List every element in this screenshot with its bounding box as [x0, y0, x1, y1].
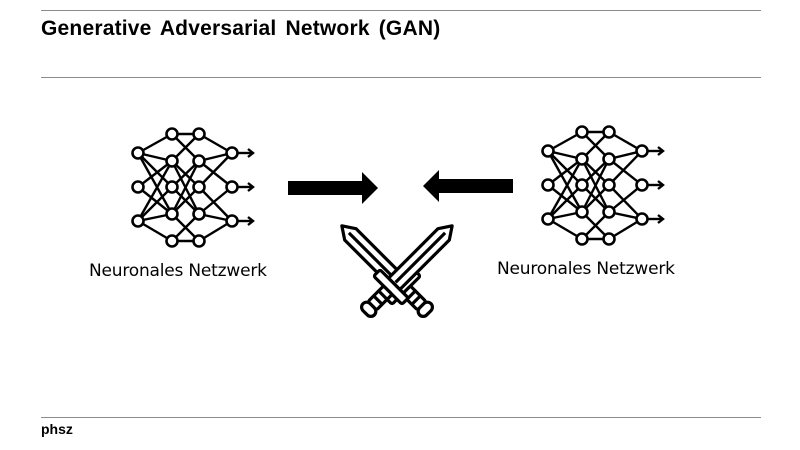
- arrow-right-icon: [288, 172, 378, 204]
- neural-network-icon: [541, 125, 665, 246]
- neural-network-icon: [131, 127, 255, 248]
- right-network-label: Neuronales Netzwerk: [497, 259, 675, 279]
- crossed-swords-icon: [340, 224, 454, 319]
- arrow-left-icon: [423, 170, 513, 202]
- left-network-label: Neuronales Netzwerk: [89, 261, 267, 281]
- title-rule: [41, 77, 761, 78]
- footer-text: phsz: [41, 421, 73, 437]
- top-rule: [41, 10, 761, 11]
- footer-rule: [41, 417, 761, 418]
- slide-title: Generative Adversarial Network (GAN): [41, 17, 441, 40]
